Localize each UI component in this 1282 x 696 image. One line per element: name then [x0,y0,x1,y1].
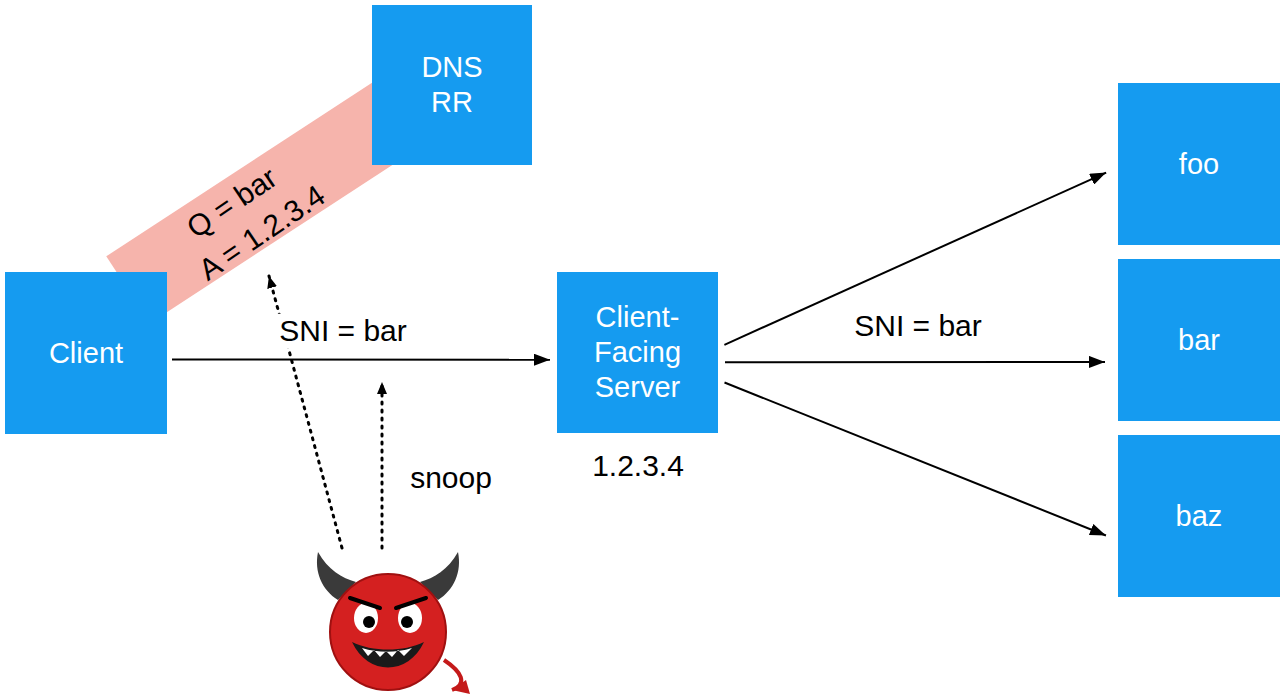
node-label: DNS RR [407,50,497,120]
node-label: foo [1179,147,1219,182]
connection-arrow [724,382,1105,535]
snoop-arrow [381,382,384,548]
server-box: Client [5,272,167,434]
node-label: Client [49,336,123,371]
server-box: bar [1118,259,1280,421]
server-box: DNS RR [372,5,532,165]
snoop-label: snoop [410,461,492,496]
connection-arrow [724,173,1106,345]
dns-query-band [128,112,400,290]
sni-label: SNI = bar [276,314,410,349]
connection-arrow [172,358,550,360]
attacker-devil [317,552,470,694]
connection-arrow [725,361,1105,363]
server-box: Client- Facing Server [557,272,718,433]
node-label: baz [1176,499,1223,534]
server-box: foo [1118,83,1280,245]
node-label: Client- Facing Server [577,300,699,404]
node-label: bar [1178,323,1220,358]
server-box: baz [1118,435,1280,597]
ip-address: 1.2.3.4 [592,449,684,484]
sni-label: SNI = bar [851,309,985,344]
